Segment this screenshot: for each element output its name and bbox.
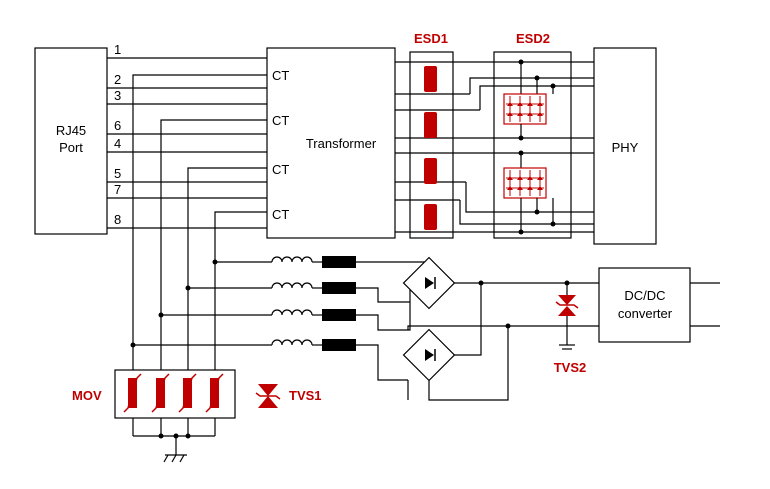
esd1-label: ESD1 bbox=[414, 31, 448, 46]
pin-number: 4 bbox=[114, 136, 121, 151]
inductor bbox=[271, 309, 313, 316]
pin-number: 5 bbox=[114, 166, 121, 181]
ferrite-bead bbox=[322, 282, 356, 294]
poe-power-path: TVS2 bbox=[130, 256, 720, 401]
chassis-ground-icon bbox=[163, 454, 187, 463]
tvs2-label: TVS2 bbox=[554, 360, 587, 375]
ferrite-bead bbox=[322, 339, 356, 351]
ct-label: CT bbox=[272, 162, 289, 177]
ct-label: CT bbox=[272, 113, 289, 128]
pin-number: 6 bbox=[114, 118, 121, 133]
pin-number: 7 bbox=[114, 182, 121, 197]
esd2-array-bottom bbox=[503, 153, 554, 232]
mov-array bbox=[114, 369, 236, 463]
tvs2-symbol bbox=[555, 295, 579, 316]
dcdc-converter-block bbox=[598, 267, 691, 343]
bridge-rectifier-1 bbox=[402, 256, 456, 310]
rj45-to-transformer-wires bbox=[107, 57, 267, 229]
rj45-label-line1: RJ45 bbox=[56, 123, 86, 138]
center-taps: CT CT CT CT bbox=[132, 68, 289, 370]
esd2-array-top bbox=[503, 62, 554, 138]
junction-dots bbox=[518, 59, 556, 235]
rj45-port-block bbox=[34, 47, 108, 235]
inductor bbox=[271, 256, 313, 263]
pin-number: 8 bbox=[114, 212, 121, 227]
esd2-box bbox=[493, 51, 572, 239]
pin-number: 1 bbox=[114, 42, 121, 57]
pin-numbers: 1 2 3 6 4 5 7 8 bbox=[114, 42, 121, 227]
transformer-label: Transformer bbox=[306, 136, 377, 151]
transformer-block bbox=[266, 47, 396, 239]
mov-box bbox=[114, 369, 236, 419]
dcdc-label-line1: DC/DC bbox=[624, 288, 665, 303]
tvs1-label: TVS1 bbox=[289, 388, 322, 403]
esd2-label: ESD2 bbox=[516, 31, 550, 46]
mov-label: MOV bbox=[72, 388, 102, 403]
pin-number: 2 bbox=[114, 72, 121, 87]
ct-label: CT bbox=[272, 207, 289, 222]
bridge-rectifier-2 bbox=[402, 328, 456, 382]
pin-number: 3 bbox=[114, 88, 121, 103]
tvs1-symbol bbox=[255, 384, 281, 408]
inductor bbox=[271, 282, 313, 289]
phy-block bbox=[593, 47, 657, 245]
ferrite-bead bbox=[322, 309, 356, 321]
phy-label: PHY bbox=[612, 140, 639, 155]
rj45-label-line2: Port bbox=[59, 140, 83, 155]
esd1-diodes bbox=[424, 66, 437, 230]
ct-label: CT bbox=[272, 68, 289, 83]
ferrite-bead bbox=[322, 256, 356, 268]
esd1-box bbox=[409, 51, 454, 239]
inductor bbox=[271, 339, 313, 346]
dcdc-label-line2: converter bbox=[618, 306, 673, 321]
